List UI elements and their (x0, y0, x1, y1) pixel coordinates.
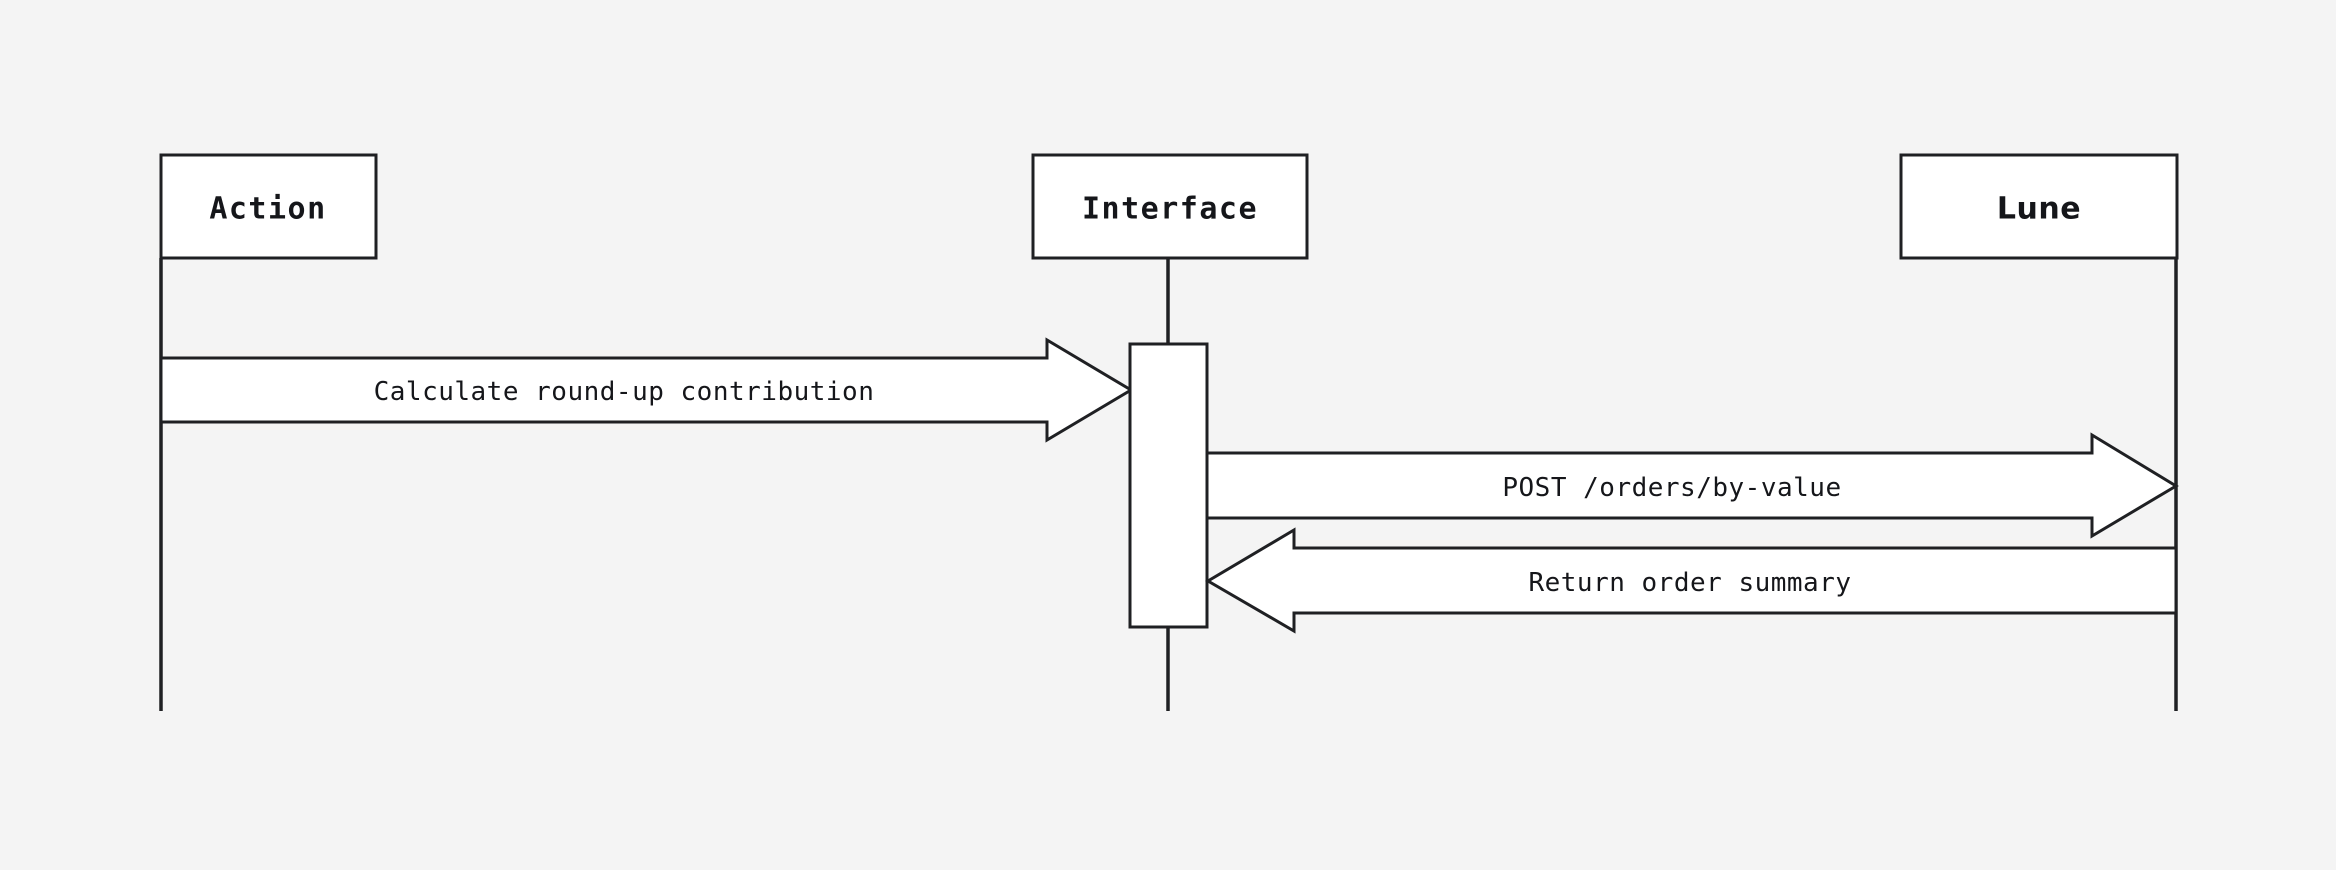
participant-label-interface: Interface (1082, 192, 1258, 227)
block-arrow-shape-left (1205, 527, 2178, 634)
participant-label-action: Action (209, 192, 326, 227)
participant-lune[interactable]: Lune (1899, 153, 2179, 260)
message-label-1: Calculate round-up contribution (374, 377, 875, 407)
participant-box-interface[interactable] (1031, 153, 1309, 260)
block-arrow-shape-right (1205, 432, 2179, 539)
participant-box-lune[interactable] (1899, 153, 2179, 260)
message-label-3: Return order summary (1528, 568, 1851, 598)
participant-action[interactable]: Action (159, 153, 378, 260)
block-arrow-shape-right (159, 337, 1134, 443)
participant-box-action[interactable] (159, 153, 378, 260)
participant-interface[interactable]: Interface (1031, 153, 1309, 260)
activation-box-interface (1128, 342, 1209, 629)
message-arrow-post-orders-by-value: POST /orders/by-value (1205, 432, 2179, 539)
message-label-2: POST /orders/by-value (1502, 473, 1841, 503)
message-arrow-return-order-summary: Return order summary (1205, 527, 2178, 634)
participant-label-lune: Lune (1997, 192, 2081, 227)
message-arrow-calculate-round-up-contribution: Calculate round-up contribution (159, 337, 1134, 443)
